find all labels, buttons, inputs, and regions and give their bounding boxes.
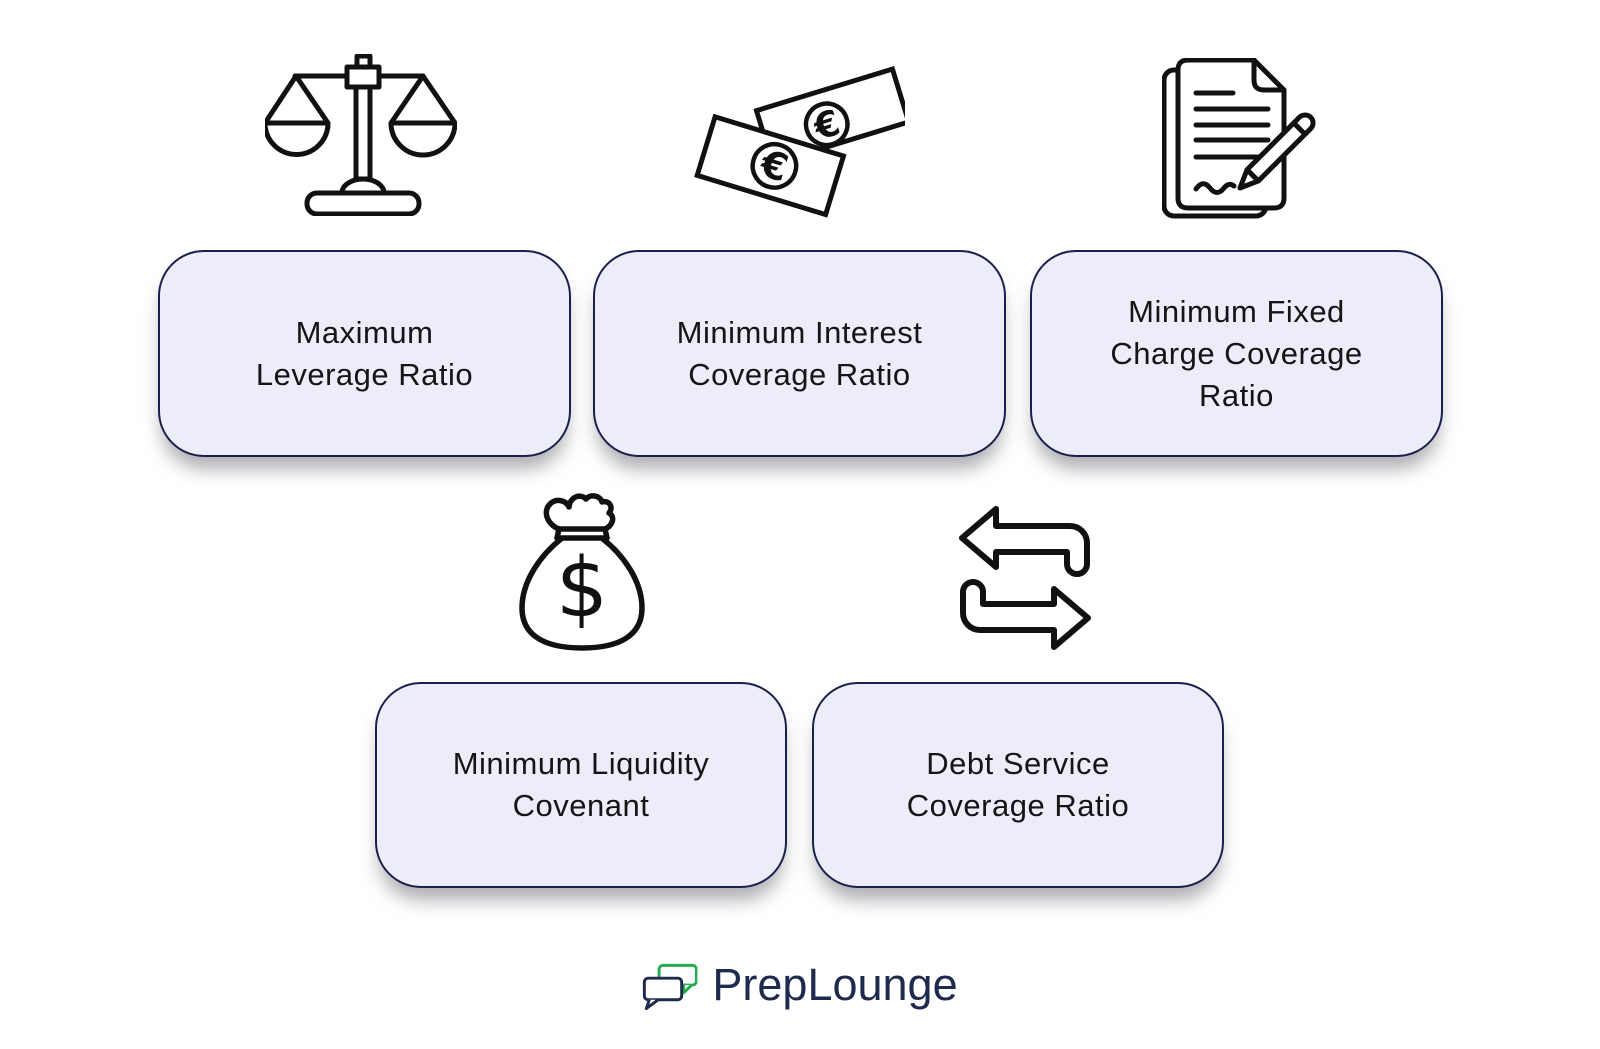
card-label: Maximum Leverage Ratio: [255, 314, 474, 392]
balance-scale-icon: [265, 54, 457, 216]
euro-banknotes-svg: € €: [694, 66, 905, 218]
preplounge-logo: PrepLounge: [642, 959, 958, 1011]
card-debt-service-coverage-ratio: Debt Service Coverage Ratio: [812, 682, 1224, 888]
money-bag-svg: $: [519, 493, 645, 651]
card-minimum-interest-coverage-ratio: Minimum Interest Coverage Ratio: [593, 250, 1006, 457]
svg-text:$: $: [556, 541, 608, 636]
card-minimum-fixed-charge-coverage-ratio: Minimum Fixed Charge Coverage Ratio: [1030, 250, 1443, 457]
logo-text: PrepLounge: [712, 959, 958, 1010]
card-label: Debt Service Coverage Ratio: [906, 746, 1130, 823]
card-minimum-liquidity-covenant: Minimum Liquidity Covenant: [375, 682, 787, 888]
swap-arrows-svg: [959, 506, 1091, 650]
chat-bubbles-icon: [642, 963, 698, 1010]
contract-pen-svg: [1162, 58, 1316, 219]
card-label: Minimum Interest Coverage Ratio: [676, 314, 923, 392]
euro-banknotes-icon: € €: [690, 62, 905, 220]
card-label: Minimum Fixed Charge Coverage Ratio: [1110, 293, 1363, 413]
swap-arrows-icon: [958, 504, 1092, 652]
card-label: Minimum Liquidity Covenant: [452, 746, 710, 823]
contract-pen-icon: [1162, 58, 1320, 220]
balance-scale-svg: [265, 54, 457, 216]
card-maximum-leverage-ratio: Maximum Leverage Ratio: [158, 250, 571, 457]
money-bag-icon: $: [514, 492, 650, 658]
